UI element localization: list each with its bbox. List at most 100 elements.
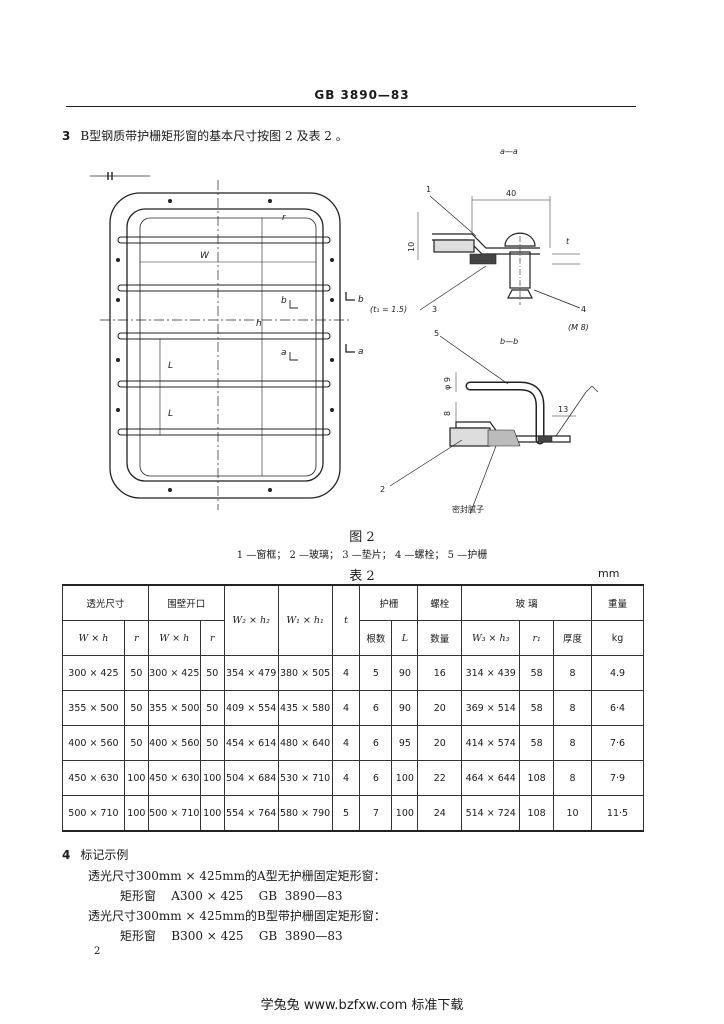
callout-5: 5: [434, 329, 439, 338]
example-b-description: 透光尺寸300mm × 425mm的B型带护栅固定矩形窗：: [88, 909, 386, 923]
example-a-marking: 矩形窗 A300 × 425 GB 3890—83: [120, 889, 343, 903]
window-glass-edge: [139, 217, 317, 477]
leader-1: [429, 195, 477, 237]
cell: 5: [331, 795, 361, 832]
cell: 100: [123, 795, 149, 832]
grille-bar: [117, 380, 331, 388]
sealant-fill: [487, 429, 521, 447]
callout-1: 1: [426, 185, 431, 194]
leader-5: [439, 335, 509, 385]
nut: [507, 289, 533, 299]
section-bb-title: b—b: [500, 337, 518, 346]
example-b-marking: 矩形窗 B300 × 425 GB 3890—83: [120, 929, 343, 943]
header-t: t: [331, 584, 361, 656]
cell: 50: [123, 655, 149, 691]
note-m8: (M 8): [568, 323, 589, 332]
cell: 100: [391, 795, 419, 832]
cell: 4.9: [591, 655, 644, 691]
glass-pane-aa: [433, 239, 475, 253]
cell: 7·9: [591, 760, 644, 796]
cell: 414 × 574: [461, 725, 521, 761]
window-front-view: [90, 172, 355, 510]
leader-weld: [555, 391, 587, 437]
header-grille: 护栅: [359, 584, 419, 621]
grille-bar: [117, 332, 331, 340]
label-b-right: b: [358, 295, 364, 305]
cell: 6·4: [591, 690, 644, 726]
cell: 554 × 764: [223, 795, 279, 832]
dim-13: 13: [558, 405, 568, 414]
clause-3-text: B型钢质带护栅矩形窗的基本尺寸按图 2 及表 2 。: [80, 129, 348, 143]
cell: 354 × 479: [223, 655, 279, 691]
bolt-hole: [168, 488, 172, 492]
dim-8: 8: [443, 411, 452, 416]
header-thickness: 厚度: [553, 620, 593, 656]
cell: 90: [391, 655, 419, 691]
frame-bolt-holes: [116, 199, 334, 492]
cell: 450 × 630: [62, 760, 125, 796]
header-wall-opening: 围壁开口: [147, 584, 225, 621]
cell: 4: [331, 690, 361, 726]
cell: 20: [417, 690, 463, 726]
cell: 100: [199, 760, 225, 796]
header-kg: kg: [591, 620, 644, 656]
cell: 20: [417, 725, 463, 761]
leader-2: [389, 439, 463, 487]
cell: 380 × 505: [277, 655, 333, 691]
window-frame-inner: [126, 208, 324, 482]
cell: 464 × 644: [461, 760, 521, 796]
cell: 8: [553, 725, 593, 761]
clause-3-number: 3: [62, 129, 71, 143]
callout-4: 4: [581, 305, 586, 314]
grille-bar: [117, 236, 331, 244]
cell: 435 × 580: [277, 690, 333, 726]
bolt-hole: [268, 199, 272, 203]
section-a-a: [417, 195, 581, 311]
clause-3: 3 B型钢质带护栅矩形窗的基本尺寸按图 2 及表 2 。: [62, 127, 348, 144]
dim-10: 10: [407, 242, 416, 252]
dia-9: φ 9: [443, 377, 452, 390]
cell: 314 × 439: [461, 655, 521, 691]
cell: 454 × 614: [223, 725, 279, 761]
sealant-label: 密封腻子: [452, 504, 484, 514]
note-t1: (t₁ = 1.5): [370, 305, 407, 314]
leader-4: [533, 289, 581, 309]
cell: 300 × 425: [62, 655, 125, 691]
header-r1: r₁: [519, 620, 555, 656]
header-w3h3: W₃ × h₃: [461, 620, 521, 656]
cell: 22: [417, 760, 463, 796]
cell: 300 × 425: [147, 655, 201, 691]
cell: 58: [519, 690, 555, 726]
cell: 108: [519, 795, 555, 832]
grille-bar: [117, 284, 331, 292]
bolt-hole: [330, 258, 334, 262]
leader-3: [419, 265, 487, 311]
cell: 355 × 500: [62, 690, 125, 726]
label-w: W: [200, 251, 210, 261]
cell: 530 × 710: [277, 760, 333, 796]
label-l-lower: L: [168, 409, 173, 419]
cell: 4: [331, 655, 361, 691]
dim-40: 40: [506, 189, 516, 198]
cell: 58: [519, 725, 555, 761]
cell: 4: [331, 760, 361, 796]
grille-bars: [117, 236, 331, 436]
bolt-hole: [116, 358, 120, 362]
cell: 50: [123, 725, 149, 761]
cell: 100: [123, 760, 149, 796]
standard-code-header: GB 3890—83: [314, 88, 410, 102]
cell: 108: [519, 760, 555, 796]
cell: 50: [199, 655, 225, 691]
section-a-marker: [345, 344, 355, 353]
header-w2h2: W₂ × h₂: [223, 584, 279, 656]
example-a-description: 透光尺寸300mm × 425mm的A型无护栅固定矩形窗：: [88, 869, 386, 883]
cell: 58: [519, 655, 555, 691]
cell: 8: [553, 760, 593, 796]
label-a-right: a: [358, 347, 364, 357]
cell: 11·5: [591, 795, 644, 832]
bolt-hole: [116, 298, 120, 302]
